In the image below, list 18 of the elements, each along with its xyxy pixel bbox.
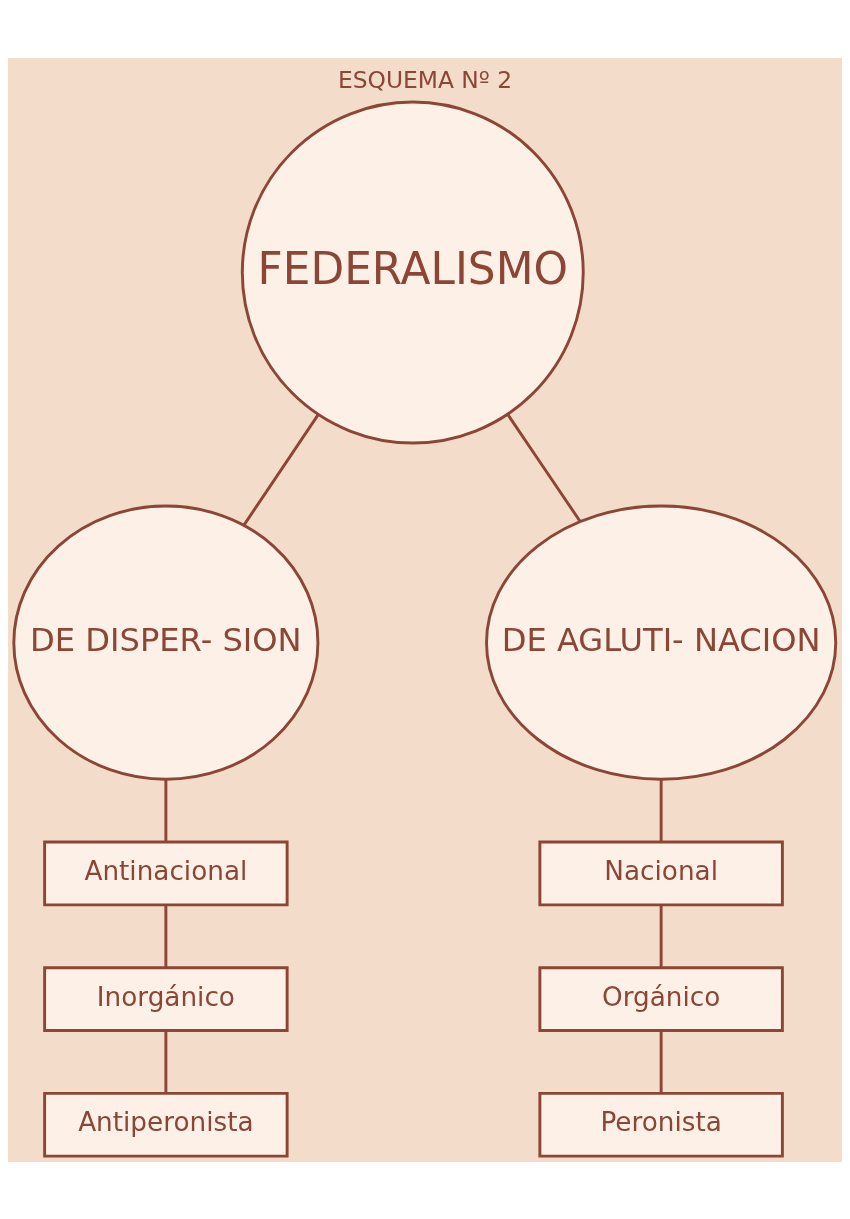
node-box: Inorgánico (43, 965, 289, 1032)
node-circle: FEDERALISMO (240, 100, 585, 444)
node-box: Orgánico (538, 965, 784, 1032)
connector (164, 1030, 168, 1093)
connector (659, 904, 663, 968)
diagram-title: ESQUEMA Nº 2 (337, 65, 513, 94)
node-box: Antinacional (43, 840, 289, 906)
node-box: Antiperonista (43, 1091, 289, 1158)
connector (164, 778, 168, 842)
connector (659, 778, 663, 842)
node-box: Nacional (538, 840, 784, 906)
connector (164, 904, 168, 968)
node-ellipse: DE AGLUTI- NACION (485, 504, 838, 781)
node-ellipse: DE DISPER- SION (12, 504, 320, 781)
connector (659, 1030, 663, 1093)
connector (242, 413, 320, 526)
node-box: Peronista (538, 1091, 784, 1158)
connector (506, 413, 582, 522)
